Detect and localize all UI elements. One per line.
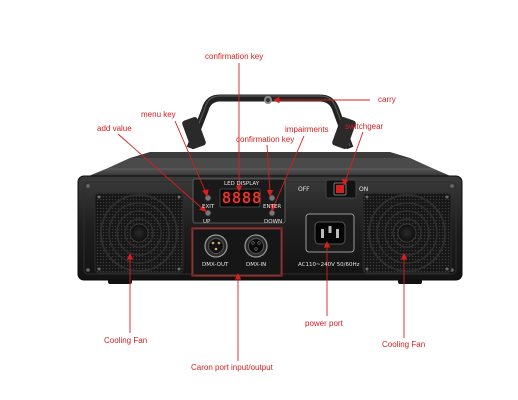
dmx-port-area bbox=[192, 228, 282, 276]
callout-switchgear: switchgear bbox=[345, 122, 384, 131]
enter-button bbox=[268, 194, 276, 202]
power-rating-label: AC110~240V 50/60Hz bbox=[298, 262, 360, 268]
device-top bbox=[84, 152, 455, 178]
annotation-lines bbox=[117, 63, 408, 361]
carry-handle bbox=[182, 94, 356, 150]
cooling-fan-right bbox=[362, 192, 452, 274]
callout-cooling-fan-left: Cooling Fan bbox=[104, 336, 148, 345]
down-label: DOWN bbox=[264, 219, 283, 225]
dmx-in-label: DMX-IN bbox=[246, 262, 267, 268]
callout-confirmation-key-mid: confirmation key bbox=[236, 135, 295, 144]
led-segment-display: 8888 bbox=[222, 189, 263, 207]
callout-menu-key: menu key bbox=[141, 110, 176, 119]
callout-carry: carry bbox=[378, 95, 396, 104]
led-display-title: LED DISPLAY bbox=[224, 181, 260, 187]
callout-cooling-fan-right: Cooling Fan bbox=[382, 340, 426, 349]
power-switch-area bbox=[325, 179, 357, 199]
off-label: OFF bbox=[298, 186, 310, 193]
exit-button bbox=[204, 194, 212, 202]
exit-label: EXIT bbox=[202, 204, 215, 210]
dmx-out-label: DMX-OUT bbox=[202, 262, 229, 268]
on-label: ON bbox=[359, 186, 369, 193]
callout-add-value: add value bbox=[97, 124, 132, 133]
cooling-fan-left bbox=[94, 192, 184, 274]
dmx-in-port bbox=[244, 234, 268, 258]
enter-label: ENTER bbox=[263, 204, 282, 210]
power-inlet bbox=[305, 213, 355, 253]
callout-caron-port: Caron port input/output bbox=[191, 363, 273, 372]
dmx-out-port bbox=[204, 234, 228, 258]
callout-impairments: impairments bbox=[285, 125, 329, 134]
up-label: UP bbox=[203, 219, 211, 225]
callout-power-port: power port bbox=[305, 319, 343, 328]
callout-confirmation-key-top: confirmation key bbox=[205, 52, 264, 61]
